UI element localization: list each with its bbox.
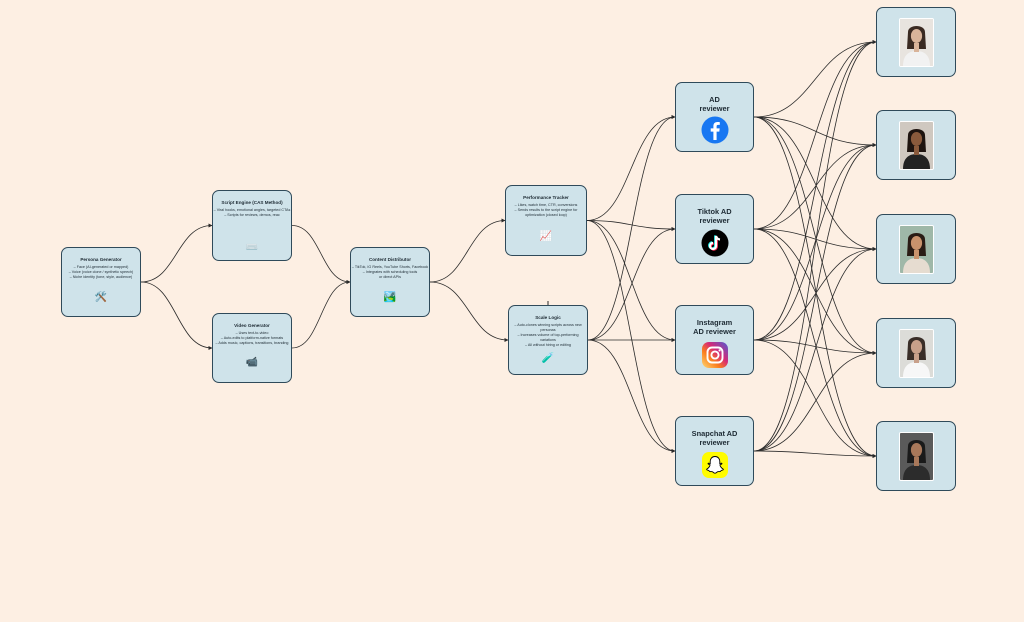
node-title: Performance Tracker bbox=[523, 195, 569, 200]
reviewer-card[interactable] bbox=[876, 7, 956, 77]
connector-arrow bbox=[753, 228, 877, 458]
snapchat-icon bbox=[701, 452, 728, 478]
instagram-reviewer-node[interactable]: Instagram AD reviewer bbox=[675, 305, 754, 375]
node-body: – Auto-clones winning scripts across new… bbox=[514, 323, 582, 347]
connector-arrow bbox=[753, 228, 877, 251]
connector-arrow bbox=[753, 228, 877, 355]
connector-arrow bbox=[753, 40, 877, 118]
reviewer-card[interactable] bbox=[876, 318, 956, 388]
node-body: – Likes, watch time, CTR, conversions – … bbox=[514, 203, 578, 217]
performance-tracker-node[interactable]: Performance Tracker – Likes, watch time,… bbox=[505, 185, 587, 256]
connector-arrow bbox=[753, 116, 877, 251]
connector-arrow bbox=[586, 220, 676, 231]
connector-arrow bbox=[753, 339, 877, 355]
woman-portrait-icon bbox=[899, 121, 934, 170]
node-title: Script Engine (CAS Method) bbox=[221, 200, 283, 205]
connector-arrow bbox=[587, 115, 676, 341]
connector-arrow bbox=[586, 220, 676, 453]
connector-arrow bbox=[586, 220, 676, 342]
snapchat-reviewer-node[interactable]: Snapchat AD reviewer bbox=[675, 416, 754, 486]
connector-arrow bbox=[753, 143, 877, 452]
connector-arrow bbox=[140, 281, 213, 350]
video-generator-node[interactable]: Video Generator – Uses text-to-video – A… bbox=[212, 313, 292, 383]
facebook-reviewer-node[interactable]: AD reviewer bbox=[675, 82, 754, 152]
connector-arrow bbox=[753, 40, 877, 341]
instagram-icon bbox=[701, 342, 728, 368]
node-title: Video Generator bbox=[234, 323, 270, 328]
connector-arrow bbox=[140, 223, 213, 283]
node-body: – Viral hooks, emotional angles, targete… bbox=[213, 208, 291, 217]
chart-icon: 📈 bbox=[539, 231, 553, 242]
landscape-icon: 🏞️ bbox=[383, 292, 397, 303]
flask-icon: 🧪 bbox=[541, 353, 555, 364]
node-title: Content Distributor bbox=[368, 257, 412, 262]
content-distributor-node[interactable]: Content Distributor – TikTok, IG Reels, … bbox=[350, 247, 430, 317]
node-body: – TikTok, IG Reels, YouTube Shorts, Face… bbox=[351, 265, 429, 279]
connector-arrow bbox=[753, 116, 877, 458]
node-title: Scale Logic bbox=[535, 315, 561, 320]
platform-label: Instagram AD reviewer bbox=[693, 318, 736, 336]
connector-arrow bbox=[586, 115, 676, 221]
man-portrait-icon bbox=[899, 432, 934, 481]
camera-icon: 📹 bbox=[245, 357, 259, 368]
connector-arrow bbox=[587, 227, 676, 341]
connector-arrow bbox=[753, 450, 877, 458]
reviewer-card[interactable] bbox=[876, 421, 956, 491]
connector-arrow bbox=[753, 351, 877, 452]
connector-arrow bbox=[753, 40, 877, 230]
scale-logic-node[interactable]: Scale Logic – Auto-clones winning script… bbox=[508, 305, 588, 375]
platform-label: Snapchat AD reviewer bbox=[691, 429, 738, 447]
persona-generator-node[interactable]: Persona Generator – Face (AI-generated o… bbox=[61, 247, 141, 317]
keyboard-icon: ⌨️ bbox=[245, 242, 259, 253]
connector-arrow bbox=[753, 143, 877, 230]
tools-icon: 🛠️ bbox=[94, 292, 108, 303]
connector-arrow bbox=[587, 339, 676, 453]
woman-portrait-icon bbox=[899, 18, 934, 67]
woman-portrait-icon bbox=[899, 225, 934, 274]
connector-arrow bbox=[291, 225, 351, 284]
node-title: Persona Generator bbox=[80, 257, 122, 262]
connector-arrow bbox=[429, 218, 506, 283]
node-body: – Face (AI-generated or mapped) – Voice … bbox=[68, 265, 134, 279]
node-body: – Uses text-to-video – Auto-edits to pla… bbox=[215, 331, 289, 345]
connector-arrow bbox=[753, 116, 877, 355]
doctor-portrait-icon bbox=[899, 329, 934, 378]
facebook-icon bbox=[701, 116, 728, 144]
reviewer-card[interactable] bbox=[876, 214, 956, 284]
connector-arrow bbox=[753, 339, 877, 458]
tiktok-icon bbox=[701, 229, 728, 257]
platform-label: AD reviewer bbox=[699, 95, 730, 113]
connector-arrow bbox=[429, 281, 509, 342]
tiktok-reviewer-node[interactable]: Tiktok AD reviewer bbox=[675, 194, 754, 264]
script-engine-node[interactable]: Script Engine (CAS Method) – Viral hooks… bbox=[212, 190, 292, 261]
connector-arrow bbox=[291, 280, 351, 349]
platform-label: Tiktok AD reviewer bbox=[697, 207, 732, 225]
connector-arrow bbox=[753, 247, 877, 341]
connector-arrow bbox=[753, 143, 877, 341]
connector-arrow bbox=[753, 116, 877, 147]
connector-arrow bbox=[753, 247, 877, 452]
reviewer-card[interactable] bbox=[876, 110, 956, 180]
connector-arrow bbox=[753, 40, 877, 452]
